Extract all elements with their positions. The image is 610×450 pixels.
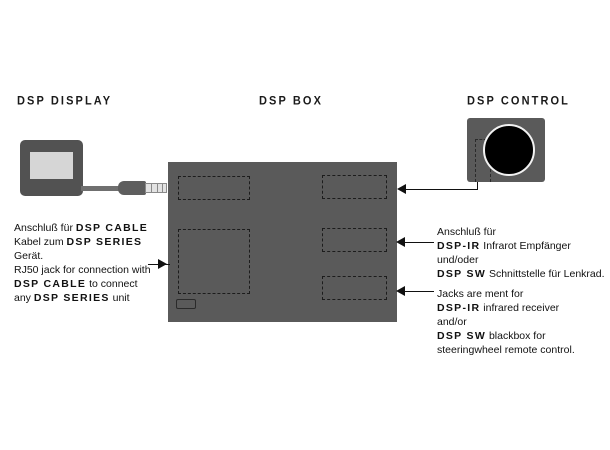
note-text: and/or	[437, 316, 467, 328]
note-text: Kabel zum	[14, 236, 67, 248]
note-text: any	[14, 292, 34, 304]
jack-plug-barrel	[118, 181, 146, 195]
note-text: RJ50 jack for connection with	[14, 264, 151, 276]
note-line: steeringwheel remote control.	[437, 343, 575, 357]
note-text: Anschluß für	[14, 222, 76, 234]
note-text: steeringwheel remote control.	[437, 344, 575, 356]
note-line: DSP SW blackbox for	[437, 329, 575, 343]
note-keyword: DSP CABLE	[75, 222, 149, 234]
arrow-icon-control-port	[397, 184, 406, 194]
note-line: Anschluß für DSP CABLE	[14, 221, 151, 235]
dsp-box-slot-left-bottom	[178, 229, 250, 294]
note-line: und/oder	[437, 253, 605, 267]
note-keyword: DSP-IR	[437, 302, 481, 314]
label-dsp-control: DSP CONTROL	[467, 95, 570, 108]
note-text: und/oder	[437, 254, 479, 266]
note-line: DSP SW Schnittstelle für Lenkrad.	[437, 267, 605, 281]
note-line: DSP CABLE to connect	[14, 277, 151, 291]
jack-plug-ring	[162, 183, 163, 193]
note-text: unit	[109, 292, 130, 304]
note-line: DSP-IR infrared receiver	[437, 301, 575, 315]
leader-line-control-vertical	[477, 182, 478, 190]
note-text: Jacks are ment for	[437, 288, 524, 300]
note-keyword: DSP CABLE	[14, 278, 87, 290]
note-keyword: DSP SERIES	[66, 236, 143, 248]
note-line: RJ50 jack for connection with	[14, 263, 151, 277]
note-line: and/or	[437, 315, 575, 329]
note-line: any DSP SERIES unit	[14, 291, 151, 305]
note-text: blackbox for	[486, 330, 546, 342]
note-text: Gerät.	[14, 250, 44, 262]
note-text: infrared receiver	[480, 302, 560, 314]
leader-line-english	[400, 291, 434, 292]
dsp-box-slot-right-top	[322, 175, 387, 199]
arrow-icon-to-box	[158, 259, 167, 269]
leader-line-german	[400, 242, 434, 243]
note-line: Anschluß für	[437, 225, 605, 239]
note-keyword: DSP-IR	[437, 240, 481, 252]
note-text: Infrarot Empfänger	[480, 240, 571, 252]
arrow-icon-english-note	[396, 286, 405, 296]
dsp-cable-wire	[81, 186, 121, 191]
note-keyword: DSP SERIES	[33, 292, 110, 304]
note-line: Gerät.	[14, 249, 151, 263]
note-keyword: DSP SW	[437, 330, 487, 342]
jack-plug-ring	[157, 183, 158, 193]
dsp-box-slot-right-bottom	[322, 276, 387, 300]
note-text: Anschluß für	[437, 226, 496, 238]
note-text: to connect	[86, 278, 138, 290]
note-line: DSP-IR Infrarot Empfänger	[437, 239, 605, 253]
dsp-box-body	[168, 162, 397, 322]
note-text: Schnittstelle für Lenkrad.	[486, 268, 605, 280]
label-dsp-box: DSP BOX	[259, 95, 324, 108]
dsp-box-indicator	[176, 299, 196, 309]
jack-plug-ring	[151, 183, 152, 193]
leader-line-control	[400, 189, 477, 190]
label-dsp-display: DSP DISPLAY	[17, 95, 113, 108]
dsp-box-slot-left-top	[178, 176, 250, 200]
jack-plug-tip	[145, 183, 167, 193]
arrow-icon-german-note	[396, 237, 405, 247]
dsp-control-knob	[483, 124, 535, 176]
note-line: Jacks are ment for	[437, 287, 575, 301]
dsp-box-slot-right-middle	[322, 228, 387, 252]
note-line: Kabel zum DSP SERIES	[14, 235, 151, 249]
dsp-display-screen	[30, 152, 73, 179]
note-keyword: DSP SW	[437, 268, 487, 280]
